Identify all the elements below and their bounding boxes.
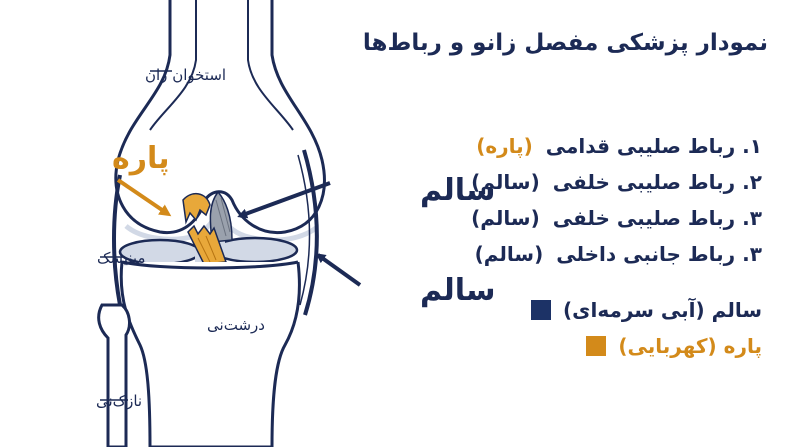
- ligament-name: رباط صلیبی خلفی: [552, 170, 736, 194]
- torn-label: پاره: [112, 141, 170, 176]
- tibia-label: درشت‌نی: [207, 316, 265, 334]
- ligament-number: ۲.: [742, 170, 762, 194]
- medial-collateral-ligament: [302, 149, 319, 316]
- ligament-name: رباط صلیبی قدامی: [545, 134, 736, 158]
- ligament-number: ۳.: [742, 242, 762, 266]
- meniscus-right: [211, 236, 299, 264]
- fibula-label: نازک‌نی: [96, 392, 142, 410]
- legend-torn-label: پاره (کهربایی): [618, 334, 762, 358]
- ligament-status: (سالم): [471, 206, 540, 230]
- color-legend: سالم (آبی سرمه‌ای) پاره (کهربایی): [531, 292, 762, 364]
- femur-shaft-inner-line-left: [149, 0, 197, 131]
- pcl-fibers: [215, 197, 231, 237]
- ligament-item: ۳. رباط صلیبی خلفی (سالم): [471, 200, 762, 236]
- ligament-number: ۱.: [742, 134, 762, 158]
- meniscus-label: مینیسک: [97, 249, 145, 267]
- healthy-label-lower: سالم: [420, 273, 496, 308]
- tibia-plateau-line: [121, 260, 299, 270]
- diagram-title: نمودار پزشکی مفصل زانو و رباط‌ها: [362, 30, 768, 56]
- ligament-item: ۲. رباط صلیبی خلفی (سالم): [471, 164, 762, 200]
- healthy-label-upper: سالم: [420, 173, 496, 208]
- lateral-collateral-ligament: [112, 174, 122, 306]
- femur-shaft-inner-line-right: [247, 0, 294, 131]
- legend-healthy-swatch: [531, 300, 552, 320]
- fibula-bone: [97, 303, 131, 447]
- legend-row-torn: پاره (کهربایی): [531, 328, 762, 364]
- ligament-item: ۱. رباط صلیبی قدامی (پاره): [471, 128, 762, 164]
- healthy-arrow-lower: [315, 253, 362, 287]
- femur-label: استخوان ران: [145, 66, 226, 84]
- ligament-name: رباط جانبی داخلی: [556, 242, 736, 266]
- medial-collateral-ligament-inner: [297, 154, 311, 306]
- ligament-status: (سالم): [471, 170, 540, 194]
- legend-row-healthy: سالم (آبی سرمه‌ای): [531, 292, 762, 328]
- ligament-status: (سالم): [474, 242, 544, 266]
- ligament-name: رباط صلیبی خلفی: [552, 206, 736, 230]
- ligament-item: ۳. رباط جانبی داخلی (سالم): [471, 236, 762, 272]
- tibia-bone: [119, 261, 301, 447]
- legend-torn-swatch: [586, 336, 607, 356]
- healthy-arrow-upper: [237, 181, 331, 219]
- legend-healthy-label: سالم (آبی سرمه‌ای): [563, 298, 762, 322]
- ligament-number: ۳.: [742, 206, 762, 230]
- acl-fibers: [197, 235, 217, 263]
- torn-arrow: [116, 178, 172, 217]
- ligament-list: ۱. رباط صلیبی قدامی (پاره) ۲. رباط صلیبی…: [471, 128, 762, 272]
- torn-acl-upper: [182, 193, 211, 225]
- ligament-status: (پاره): [476, 134, 533, 158]
